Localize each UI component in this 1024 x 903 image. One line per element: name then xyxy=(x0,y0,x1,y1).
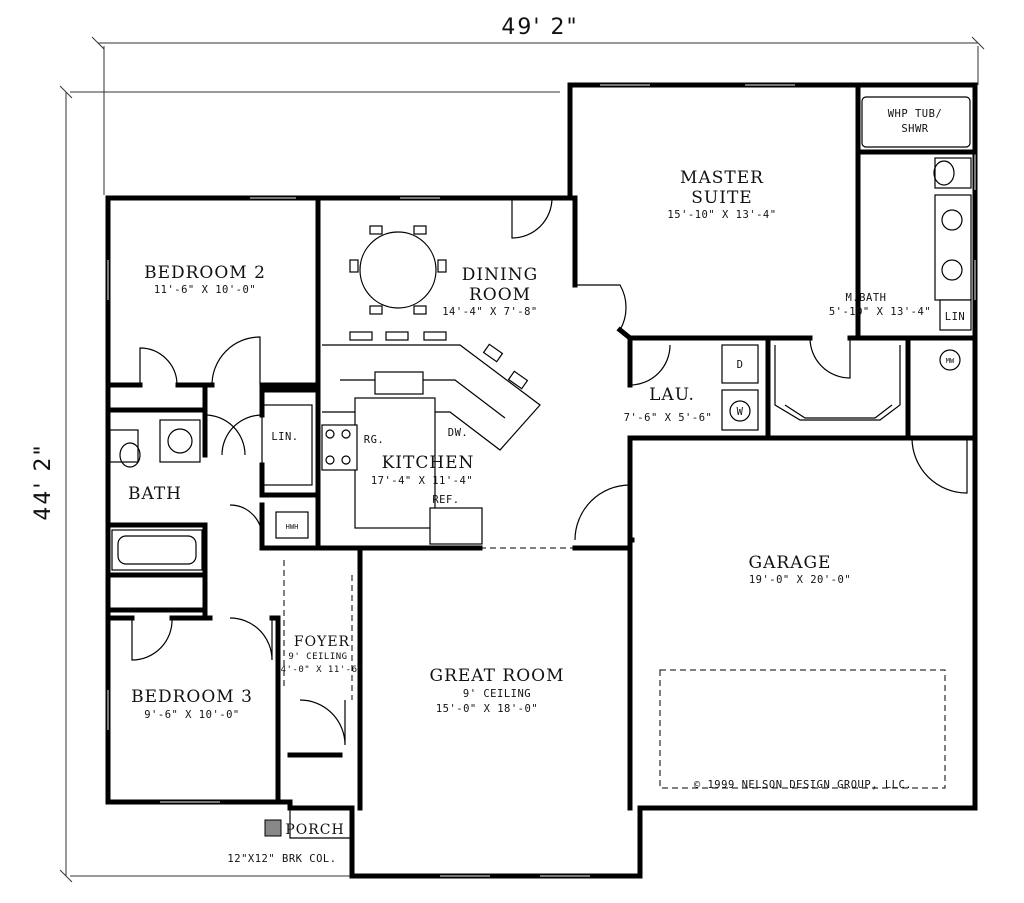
great-room-name: GREAT ROOM xyxy=(430,666,565,686)
great-room-size: 15'-0" X 18'-0" xyxy=(436,703,538,715)
exterior-walls xyxy=(105,82,978,879)
m-bath-name: M.BATH xyxy=(846,292,887,304)
m-bath-size: 5'-10" X 13'-4" xyxy=(829,306,931,318)
porch-note: 12"X12" BRK COL. xyxy=(227,853,336,865)
bedroom2-name: BEDROOM 2 xyxy=(144,263,266,283)
hall-lin-label: LIN. xyxy=(271,431,298,443)
master-suite-name: MASTER xyxy=(680,168,764,188)
porch-name: PORCH xyxy=(285,822,344,838)
copyright-notice: © 1999 NELSON DESIGN GROUP, LLC. xyxy=(694,779,912,791)
doors xyxy=(131,197,968,746)
master-lin-label: LIN xyxy=(945,311,965,323)
dining-name-2: ROOM xyxy=(469,285,531,305)
windows xyxy=(107,84,976,877)
bedroom2-size: 11'-6" X 10'-0" xyxy=(154,284,256,296)
great-room-ceiling: 9' CEILING xyxy=(463,688,531,700)
master-suite-name-2: SUITE xyxy=(691,188,752,208)
garage-name: GARAGE xyxy=(749,553,832,573)
laundry-name: LAU. xyxy=(649,385,695,405)
whp-tub-label: WHP TUB/ xyxy=(888,108,943,120)
dining-size: 14'-4" X 7'-8" xyxy=(442,306,538,318)
hwh-label: HWH xyxy=(286,523,299,531)
foyer-ceiling: 9' CEILING xyxy=(288,652,347,662)
garage-size: 19'-0" X 20'-0" xyxy=(749,574,851,586)
dryer-label: D xyxy=(737,359,744,371)
range-label: RG. xyxy=(364,434,384,446)
mw-label: MW xyxy=(946,357,955,365)
bath-name: BATH xyxy=(128,484,182,504)
overall-depth-label: 44' 2" xyxy=(31,443,56,520)
foyer-size: 4'-0" X 11'-6" xyxy=(281,665,364,675)
master-suite-size: 15'-10" X 13'-4" xyxy=(667,209,776,221)
foyer-name: FOYER xyxy=(294,634,350,650)
laundry-size: 7'-6" X 5'-6" xyxy=(624,412,713,424)
bedroom3-name: BEDROOM 3 xyxy=(131,687,253,707)
bedroom3-size: 9'-6" X 10'-0" xyxy=(144,709,240,721)
dimension-lines xyxy=(59,36,985,883)
kitchen-name: KITCHEN xyxy=(382,453,475,473)
dishwasher-label: DW. xyxy=(448,427,468,439)
fixtures xyxy=(109,96,972,837)
overall-width-label: 49' 2" xyxy=(501,15,578,40)
openings xyxy=(283,547,575,700)
refrigerator-label: REF. xyxy=(432,494,459,506)
kitchen-size: 17'-4" X 11'-4" xyxy=(371,475,473,487)
dining-name: DINING xyxy=(462,265,538,285)
washer-label: W xyxy=(737,406,744,418)
room-labels: MASTER SUITE 15'-10" X 13'-4" WHP TUB/ S… xyxy=(128,108,965,865)
whp-tub-label-2: SHWR xyxy=(901,123,928,135)
